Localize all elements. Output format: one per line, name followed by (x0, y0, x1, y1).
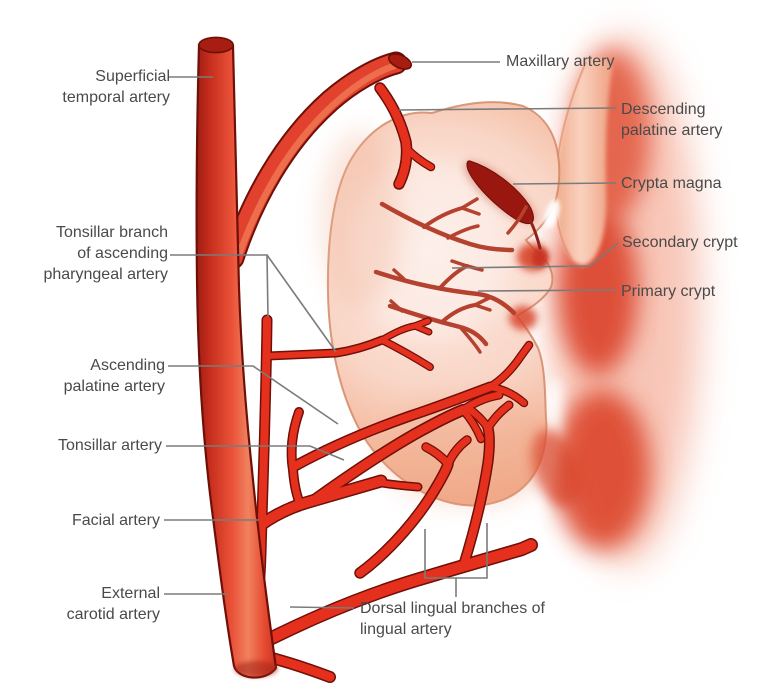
label-dorsal-lingual-branches: Dorsal lingual branches of lingual arter… (360, 600, 545, 638)
label-facial-artery: Facial artery (71, 512, 160, 529)
label-ascending-palatine-artery: Ascending palatine artery (63, 357, 165, 395)
leader-lines (164, 61, 619, 609)
maxillary-cut-end (387, 53, 413, 70)
vessels (233, 63, 531, 677)
label-crypta-magna: Crypta magna (621, 175, 722, 192)
label-tonsillar-branch-ascending-pharyngeal: Tonsillar branch of ascending pharyngeal… (43, 224, 168, 283)
label-secondary-crypt: Secondary crypt (622, 234, 738, 251)
label-external-carotid-artery: External carotid artery (66, 585, 160, 623)
label-superficial-temporal-artery: Superficial temporal artery (62, 68, 170, 106)
label-tonsillar-artery: Tonsillar artery (57, 437, 162, 454)
maxillary-artery-highlight (236, 62, 398, 256)
white-comma-gap (544, 199, 560, 229)
label-descending-palatine-artery: Descending palatine artery (621, 101, 723, 139)
superficial-temporal-cut-end (198, 36, 235, 54)
palatine-tonsil (320, 101, 561, 507)
label-primary-crypt: Primary crypt (621, 283, 716, 300)
label-maxillary-artery: Maxillary artery (506, 53, 615, 70)
tonsil-surface-vessels (373, 197, 528, 354)
